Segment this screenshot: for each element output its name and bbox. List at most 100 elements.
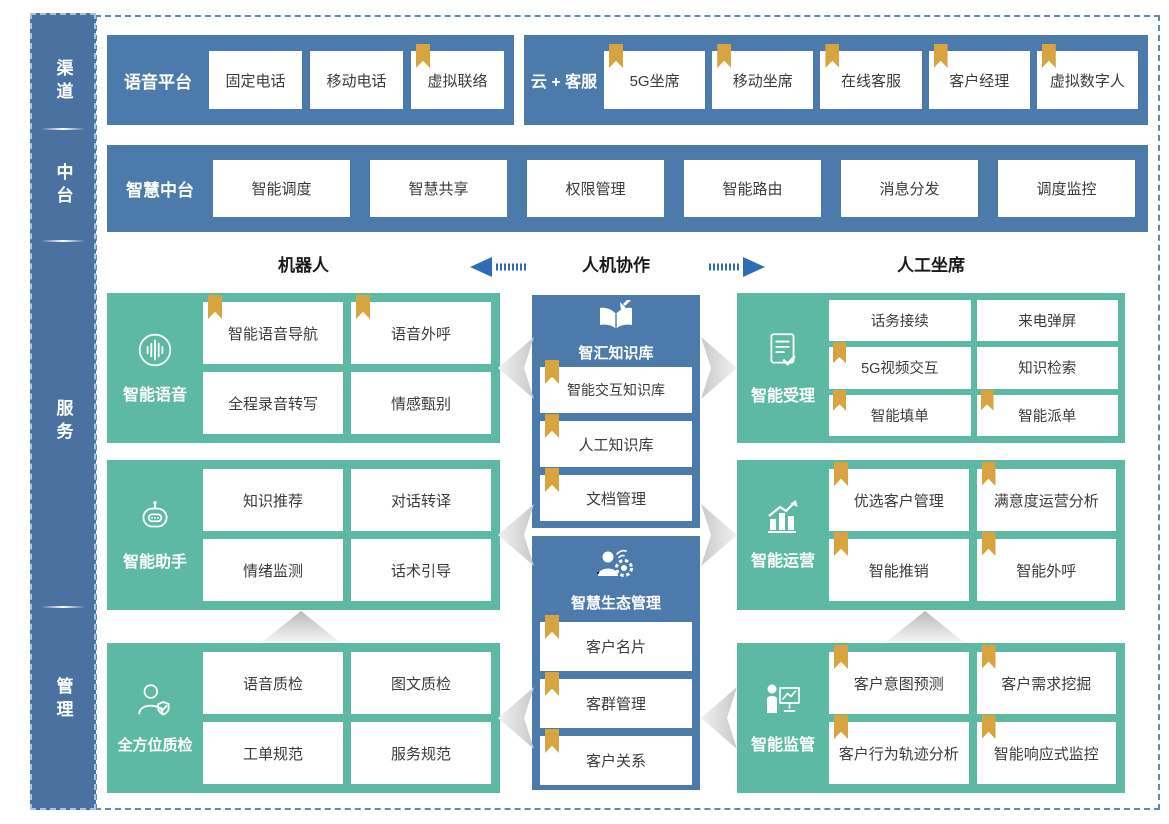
item-box: 全程录音转写 [203, 372, 343, 434]
panel-title: 智能运营 [750, 553, 815, 570]
panel-title: 全方位质检 [117, 737, 193, 754]
panel-title: 智能受理 [750, 388, 815, 405]
panel-title-block: 智能助手 [107, 460, 203, 610]
arrow-up-icon [261, 611, 341, 643]
item-label: 客户意图预测 [853, 675, 944, 693]
panel-items: 优选客户管理 满意度运营分析智能推销 智能外呼 [829, 460, 1125, 610]
item-label: 文档管理 [585, 490, 646, 508]
bookmark-icon [545, 729, 559, 753]
bookmark-icon [1041, 44, 1056, 68]
sidebar-divider [41, 606, 85, 608]
bookmark-icon [834, 645, 848, 669]
item-box: 智能调度 [213, 160, 350, 217]
item-label: 服务规范 [390, 745, 451, 763]
bookmark-icon [834, 462, 848, 486]
smart-assistant-panel: 智能助手知识推荐对话转译情绪监测话术引导 [107, 460, 500, 610]
panel-title: 智能语音 [122, 387, 187, 404]
bookmark-icon [208, 295, 222, 319]
item-label: 智能派单 [1018, 408, 1077, 425]
item-box: 语音质检 [203, 652, 343, 714]
panel-title: 智汇知识库 [578, 344, 654, 362]
bookmark-icon [981, 645, 996, 669]
bookmark-icon [825, 44, 840, 68]
bookmark-icon [545, 468, 559, 492]
item-box: 情绪监测 [203, 539, 343, 601]
item-label: 权限管理 [565, 181, 626, 198]
smart-operation-panel: 智能运营 优选客户管理 满意度运营分析智能推销 智能外呼 [737, 460, 1125, 610]
bookmark-icon [717, 44, 732, 68]
item-box: 5G坐席 [604, 44, 706, 109]
item-label: 话术引导 [390, 562, 451, 580]
item-box: 客户意图预测 [829, 645, 969, 714]
item-box: 满意度运营分析 [976, 462, 1116, 531]
item-box: 智能响应式监控 [976, 715, 1116, 784]
chevron-left-icon [498, 687, 534, 749]
item-box: 智能派单 [976, 389, 1118, 436]
item-label: 情绪监测 [242, 562, 303, 580]
bookmark-icon [834, 715, 848, 739]
bookmark-icon [545, 672, 559, 696]
item-label: 知识检索 [1018, 361, 1077, 378]
panel-title: 云 + 客服 [530, 74, 598, 91]
item-label: 5G视频交互 [861, 361, 939, 378]
bookmark-icon [833, 342, 846, 364]
panel-title: 语音平台 [124, 72, 192, 92]
dashed-frame [95, 15, 1160, 810]
item-box: 客户经理 [928, 44, 1030, 109]
item-box: 优选客户管理 [829, 462, 969, 531]
item-box: 移动电话 [310, 51, 403, 109]
item-box: 图文质检 [351, 652, 491, 714]
panel-title: 智慧生态管理 [570, 594, 661, 612]
item-box: 智能填单 [829, 389, 971, 436]
panel-items: 语音质检图文质检工单规范 服务规范 [203, 643, 500, 793]
item-box: 智能语音导航 [203, 295, 343, 364]
book-pen-icon [596, 296, 636, 338]
item-label: 智能推销 [868, 562, 929, 580]
item-box: 消息分发 [841, 160, 978, 217]
arrow-right-icon [709, 257, 765, 277]
item-box: 5G视频交互 [829, 342, 971, 389]
voice-icon [136, 331, 174, 374]
chevron-right-icon [701, 337, 737, 399]
item-box: 知识检索 [976, 347, 1118, 389]
item-label: 来电弹屏 [1018, 314, 1077, 331]
item-box: 来电弹屏 [976, 300, 1118, 342]
item-box: 语音外呼 [351, 295, 491, 364]
bookmark-icon [981, 462, 996, 486]
panel-title: 智能助手 [122, 554, 187, 571]
item-label: 客户经理 [949, 72, 1010, 90]
item-box: 虚拟数字人 [1036, 44, 1139, 109]
sidebar-item-middle: 中台 [53, 163, 73, 209]
item-box: 调度监控 [998, 160, 1135, 217]
item-box: 在线客服 [820, 44, 922, 109]
item-box: 工单规范 [203, 722, 343, 784]
eco-management-panel: 智慧生态管理客户名片客群管理客户关系 [532, 536, 700, 790]
item-box: 话务接续 [829, 300, 971, 342]
panel-title-block: 智能受理 [737, 293, 829, 443]
sidebar-item-service: 服务 [53, 399, 73, 445]
panel-title-block: 智能运营 [737, 460, 829, 610]
item-box: 客户关系 [540, 729, 692, 785]
panel-title-block: 智汇知识库 [532, 295, 700, 367]
chevron-left-icon [498, 337, 534, 399]
item-label: 客户关系 [585, 753, 646, 770]
item-box: 移动坐席 [712, 44, 814, 109]
item-box: 智能交互知识库 [540, 360, 692, 413]
middle-platform-panel: 智慧中台 智能调度智慧共享权限管理智能路由消息分发调度监控 [107, 145, 1148, 232]
bookmark-icon [416, 44, 430, 68]
item-box: 固定电话 [209, 51, 302, 109]
item-label: 智能外呼 [1016, 562, 1077, 580]
item-label: 优选客户管理 [853, 492, 944, 510]
item-label: 智能路由 [722, 181, 783, 198]
monitor-board-icon [763, 681, 803, 724]
item-box: 智能推销 [829, 532, 969, 601]
item-label: 5G坐席 [629, 72, 680, 90]
item-label: 智能填单 [870, 408, 929, 425]
item-box: 权限管理 [527, 160, 664, 217]
bookmark-icon [609, 44, 623, 68]
sidebar-item-management: 管理 [53, 677, 73, 723]
item-label: 虚拟数字人 [1049, 72, 1125, 90]
panel-items: 客户名片客群管理客户关系 [532, 615, 700, 793]
knowledge-base-panel: 智汇知识库智能交互知识库人工知识库文档管理 [532, 295, 700, 528]
